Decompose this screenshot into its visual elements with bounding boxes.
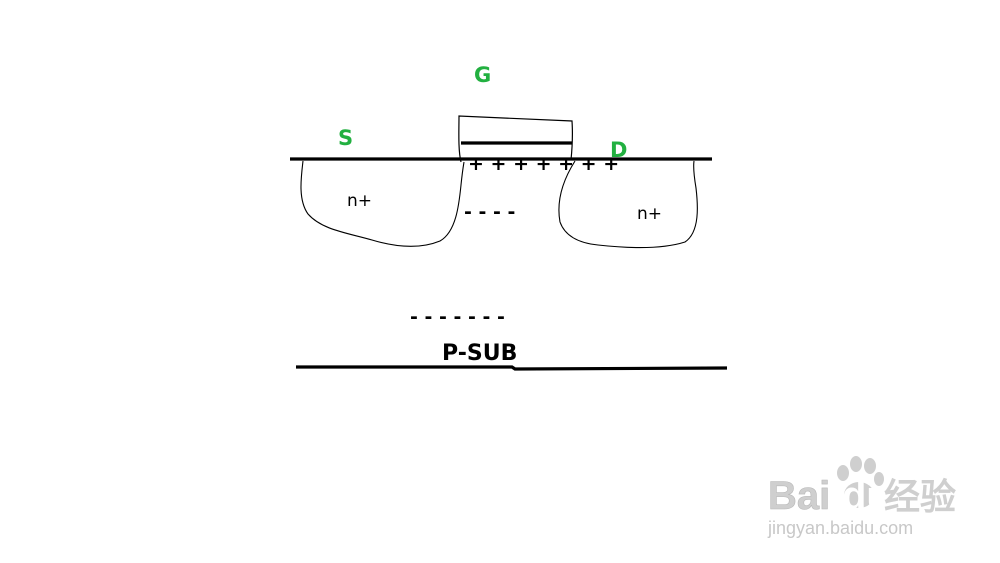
watermark-brand-cn: 经验: [884, 477, 956, 518]
drain-region-label: n+: [637, 204, 662, 224]
gate-label: G: [474, 63, 491, 87]
drain-well-outline: [558, 160, 698, 249]
watermark-url: jingyan.baidu.com: [767, 518, 913, 538]
watermark-brand-latin-2: du: [842, 474, 891, 518]
substrate-bottom-line: [296, 365, 728, 371]
channel-negative-charges: - - - -: [464, 201, 515, 223]
paw-icon: [837, 456, 884, 508]
drain-label: D: [610, 138, 627, 162]
source-region-label: n+: [347, 191, 372, 211]
substrate-label: P-SUB: [442, 341, 517, 366]
watermark: Bai du 经验 jingyan.baidu.com: [767, 456, 956, 538]
source-label: S: [338, 126, 353, 150]
substrate-negative-charges: - - - - - - -: [410, 306, 505, 328]
source-well-outline: [300, 160, 465, 247]
gate-positive-charges: + + + + + + +: [468, 153, 619, 175]
watermark-brand-latin: Bai: [768, 474, 830, 518]
gate-oxide-outline: [458, 115, 574, 163]
